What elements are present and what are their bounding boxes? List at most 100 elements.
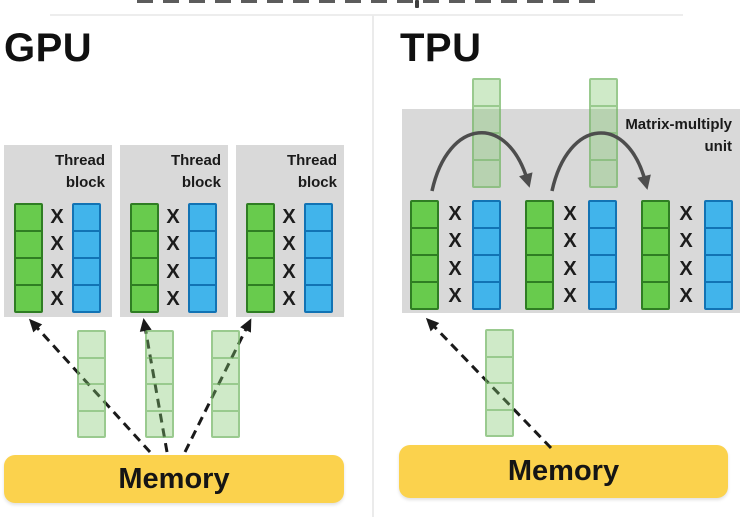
vector-cell bbox=[527, 202, 552, 227]
vector-cell bbox=[213, 383, 238, 410]
vector-cell bbox=[412, 281, 437, 308]
faded-vector-column bbox=[211, 330, 240, 438]
multiply-symbol: X bbox=[679, 230, 693, 253]
vector-cell bbox=[74, 230, 99, 257]
gpu-title: GPU bbox=[4, 26, 93, 70]
faded-vector-column bbox=[485, 329, 514, 437]
vector-cell bbox=[132, 230, 157, 257]
top-hairline bbox=[50, 14, 683, 16]
vector-column-blue bbox=[188, 203, 217, 313]
vector-cell bbox=[527, 227, 552, 254]
vector-cell bbox=[706, 254, 731, 281]
vector-cell bbox=[248, 257, 273, 284]
vector-cell bbox=[248, 284, 273, 311]
tpu-title: TPU bbox=[400, 26, 482, 70]
vector-cell bbox=[527, 281, 552, 308]
faded-vector-column bbox=[589, 78, 618, 188]
vector-cell bbox=[16, 205, 41, 230]
vector-cell bbox=[412, 227, 437, 254]
faded-vector-column bbox=[472, 78, 501, 188]
multiply-symbol: X bbox=[679, 202, 693, 225]
vector-column-green bbox=[525, 200, 554, 310]
vector-cell bbox=[590, 281, 615, 308]
vector-cell bbox=[79, 332, 104, 357]
vector-cell bbox=[706, 202, 731, 227]
vector-cell bbox=[487, 331, 512, 356]
vector-cell bbox=[487, 382, 512, 409]
vector-cell bbox=[16, 257, 41, 284]
cropped-heading-remnant bbox=[137, 0, 600, 3]
vector-cell bbox=[74, 284, 99, 311]
vector-cell bbox=[132, 257, 157, 284]
vector-cell bbox=[474, 227, 499, 254]
multiply-symbol: X bbox=[166, 288, 180, 311]
multiply-symbol: X bbox=[448, 230, 462, 253]
vector-column-green bbox=[410, 200, 439, 310]
vector-cell bbox=[591, 105, 616, 132]
multiply-symbol: X bbox=[448, 202, 462, 225]
vector-cell bbox=[474, 202, 499, 227]
vector-cell bbox=[132, 284, 157, 311]
multiply-symbol: X bbox=[563, 257, 577, 280]
cropped-heading-remnant bbox=[415, 0, 419, 8]
multiply-symbol: X bbox=[448, 257, 462, 280]
vector-cell bbox=[474, 105, 499, 132]
vector-cell bbox=[147, 383, 172, 410]
vector-cell bbox=[706, 281, 731, 308]
vector-cell bbox=[591, 132, 616, 159]
tpu-memory-bar: Memory bbox=[399, 445, 728, 498]
vector-cell bbox=[147, 409, 172, 437]
vector-cell bbox=[213, 409, 238, 437]
multiply-symbol: X bbox=[50, 205, 64, 228]
multiply-symbol: X bbox=[50, 288, 64, 311]
vector-column-blue bbox=[704, 200, 733, 310]
vector-cell bbox=[590, 254, 615, 281]
vector-cell bbox=[527, 254, 552, 281]
multiply-symbol: X bbox=[282, 205, 296, 228]
vector-cell bbox=[306, 257, 331, 284]
vector-cell bbox=[643, 254, 668, 281]
vector-cell bbox=[190, 284, 215, 311]
vertical-divider bbox=[372, 15, 374, 517]
multiply-symbol: X bbox=[563, 230, 577, 253]
thread-block-label: Thread block bbox=[286, 152, 337, 191]
multiply-symbol: X bbox=[282, 288, 296, 311]
vector-cell bbox=[79, 383, 104, 410]
vector-cell bbox=[643, 281, 668, 308]
vector-cell bbox=[79, 356, 104, 384]
vector-cell bbox=[79, 409, 104, 437]
memory-label: Memory bbox=[118, 462, 230, 495]
multiply-symbol: X bbox=[166, 205, 180, 228]
vector-cell bbox=[474, 281, 499, 308]
vector-cell bbox=[706, 227, 731, 254]
multiply-symbol: X bbox=[563, 285, 577, 308]
thread-block-label: Thread block bbox=[170, 152, 221, 191]
vector-cell bbox=[74, 257, 99, 284]
thread-block-label: Thread block bbox=[54, 152, 105, 191]
vector-cell bbox=[248, 205, 273, 230]
faded-vector-column bbox=[77, 330, 106, 438]
vector-cell bbox=[190, 205, 215, 230]
multiply-symbol: X bbox=[166, 233, 180, 256]
vector-cell bbox=[474, 159, 499, 186]
multiply-symbol: X bbox=[282, 260, 296, 283]
vector-cell bbox=[306, 205, 331, 230]
vector-cell bbox=[412, 202, 437, 227]
vector-column-green bbox=[130, 203, 159, 313]
vector-cell bbox=[213, 332, 238, 357]
vector-cell bbox=[474, 254, 499, 281]
faded-vector-column bbox=[145, 330, 174, 438]
multiply-symbol: X bbox=[50, 233, 64, 256]
matrix-multiply-unit-label: Matrix-multiply unit bbox=[625, 116, 732, 155]
vector-cell bbox=[16, 230, 41, 257]
multiply-symbol: X bbox=[166, 260, 180, 283]
multiply-symbol: X bbox=[679, 285, 693, 308]
vector-cell bbox=[591, 159, 616, 186]
vector-cell bbox=[590, 227, 615, 254]
